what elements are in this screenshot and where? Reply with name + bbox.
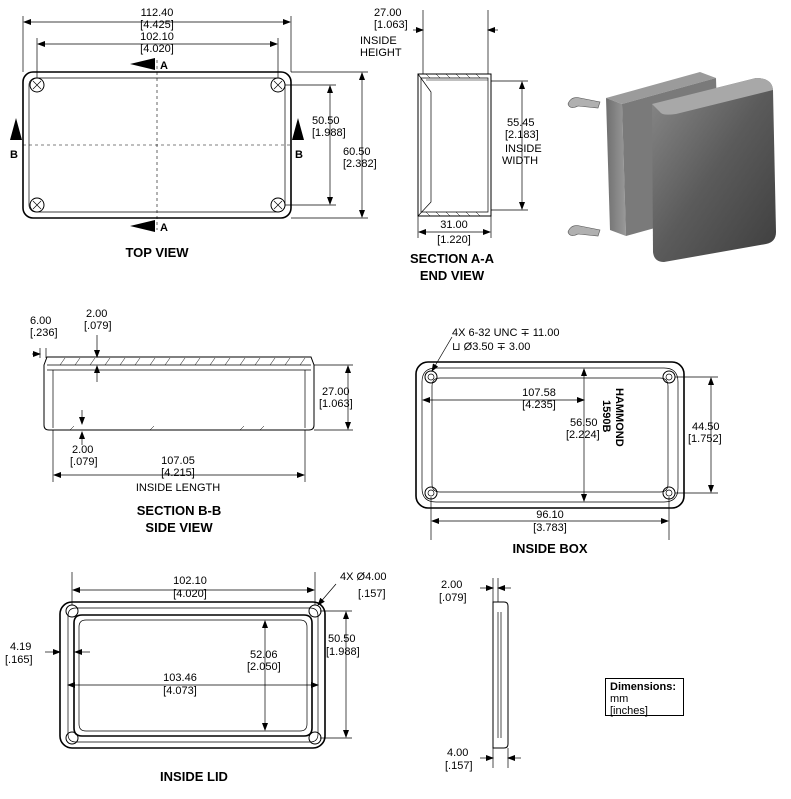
top-overall-width-in: [2.382] <box>343 158 377 170</box>
box-inner-width: 56.50 <box>570 417 598 429</box>
lid-edge-offset: 4.19 <box>10 641 31 653</box>
legend-title: Dimensions: <box>610 681 677 693</box>
legend-unit-primary: mm <box>610 693 629 705</box>
inside-box-title: INSIDE BOX <box>512 541 587 556</box>
enclosure-3d-render <box>567 72 776 262</box>
top-overall-length-in: [4.425] <box>140 19 174 31</box>
lid-hole-bottom-left <box>65 731 79 745</box>
box-brand-name: HAMMOND <box>613 388 625 447</box>
lid-inner-length-in: [4.073] <box>163 685 197 697</box>
lid-section-overall: 4.00 <box>447 747 468 759</box>
lid-hole-bottom-right <box>308 731 322 745</box>
legend-unit-secondary: [inches] <box>610 705 648 717</box>
end-view-title-line2: END VIEW <box>420 268 485 283</box>
lid-inner-length: 103.46 <box>163 672 197 684</box>
screw-top-right <box>270 77 286 93</box>
end-depth-in: [1.220] <box>437 234 471 246</box>
end-view: 27.00 [1.063] INSIDE HEIGHT 55.45 [2.183… <box>360 7 542 283</box>
lid-hole-note: 4X Ø4.00 <box>340 571 386 583</box>
side-inside-length-in: [4.215] <box>161 467 195 479</box>
dimensions-legend: Dimensions: mm [inches] <box>605 678 684 717</box>
lid-edge-offset-in: [.165] <box>5 654 33 666</box>
box-hole-top-right <box>662 370 676 384</box>
box-brand-model: 1590B <box>600 400 612 432</box>
end-inside-width-in: [2.183] <box>505 129 539 141</box>
lid-section-thickness-in: [.079] <box>439 592 467 604</box>
screw-bottom-left <box>29 197 45 213</box>
inside-box-view: 4X 6-32 UNC ∓ 11.00 ⊔ Ø3.50 ∓ 3.00 107.5… <box>415 327 722 556</box>
section-b-left-label: B <box>10 149 18 161</box>
section-a-bottom-label: A <box>160 222 168 234</box>
box-inner-length-in: [4.235] <box>522 399 556 411</box>
end-inside-height-in: [1.063] <box>374 19 408 31</box>
side-wall-top-in: [.079] <box>84 320 112 332</box>
box-hole-spacing-length-in: [3.783] <box>533 522 567 534</box>
section-b-left-arrow <box>10 118 22 140</box>
box-hole-top-left <box>424 370 438 384</box>
side-wall-bottom-in: [.079] <box>70 456 98 468</box>
section-a-top-arrow <box>130 58 155 70</box>
box-thread-note: 4X 6-32 UNC ∓ 11.00 <box>452 327 559 339</box>
end-inside-width: 55.45 <box>507 117 535 129</box>
side-inside-length-label: INSIDE LENGTH <box>136 482 220 494</box>
end-inside-height-label2: HEIGHT <box>360 47 402 59</box>
lid-inner-width: 52.06 <box>250 649 278 661</box>
side-inside-length: 107.05 <box>161 455 195 467</box>
lid-hole-spacing-length-in: [4.020] <box>173 588 207 600</box>
lid-inner-width-in: [2.050] <box>247 661 281 673</box>
top-hole-spacing-length: 102.10 <box>140 31 174 43</box>
lid-section-thickness: 2.00 <box>441 579 462 591</box>
box-hole-spacing-width: 44.50 <box>692 421 720 433</box>
side-wall-bottom: 2.00 <box>72 444 93 456</box>
box-hole-spacing-width-in: [1.752] <box>688 433 722 445</box>
top-view: A A B B 112.40 [4.425] 102.10 [4.020] 50… <box>10 7 377 260</box>
lid-hole-spacing-width: 50.50 <box>328 633 356 645</box>
section-b-right-label: B <box>295 149 303 161</box>
top-hole-spacing-width: 50.50 <box>312 115 340 127</box>
lid-hole-top-left <box>65 604 79 618</box>
inside-lid-view: 102.10 [4.020] 4X Ø4.00 [.157] 4.19 [.16… <box>5 571 386 784</box>
screw-render-top <box>567 97 601 109</box>
top-hole-spacing-length-in: [4.020] <box>140 43 174 55</box>
top-overall-length: 112.40 <box>141 7 174 19</box>
section-a-bottom-arrow <box>130 220 155 232</box>
screw-render-bottom <box>567 225 601 237</box>
box-hole-spacing-length: 96.10 <box>536 509 564 521</box>
box-counterbore-note: ⊔ Ø3.50 ∓ 3.00 <box>452 341 530 353</box>
lid-section-view: 2.00 [.079] 4.00 [.157] <box>439 578 521 772</box>
section-b-right-arrow <box>292 118 304 140</box>
side-wall-top: 2.00 <box>86 308 107 320</box>
lid-hole-top-right <box>308 604 322 618</box>
screw-bottom-right <box>270 197 286 213</box>
section-a-top-label: A <box>160 60 168 72</box>
side-height: 27.00 <box>322 386 350 398</box>
side-view-title-line1: SECTION B-B <box>137 503 222 518</box>
box-inner-length: 107.58 <box>522 387 556 399</box>
end-inside-width-label2: WIDTH <box>502 155 538 167</box>
end-inside-height: 27.00 <box>374 7 402 19</box>
side-view-title-line2: SIDE VIEW <box>145 520 213 535</box>
inside-lid-title: INSIDE LID <box>160 769 228 784</box>
side-lip: 6.00 <box>30 315 51 327</box>
top-view-title: TOP VIEW <box>125 245 189 260</box>
side-view: 6.00 [.236] 2.00 [.079] 27.00 [1.063] 2.… <box>30 308 353 535</box>
top-hole-spacing-width-in: [1.988] <box>312 127 346 139</box>
lid-section-overall-in: [.157] <box>445 760 473 772</box>
end-depth: 31.00 <box>440 219 468 231</box>
top-overall-width: 60.50 <box>343 146 371 158</box>
lid-hole-note-in: [.157] <box>358 588 386 600</box>
end-inside-width-label1: INSIDE <box>505 143 542 155</box>
side-height-in: [1.063] <box>319 398 353 410</box>
screw-top-left <box>29 77 45 93</box>
end-inside-height-label1: INSIDE <box>360 35 397 47</box>
lid-hole-spacing-length: 102.10 <box>173 575 207 587</box>
box-inner-width-in: [2.224] <box>566 429 600 441</box>
lid-hole-spacing-width-in: [1.988] <box>326 646 360 658</box>
end-view-title-line1: SECTION A-A <box>410 251 495 266</box>
side-lip-in: [.236] <box>30 327 58 339</box>
